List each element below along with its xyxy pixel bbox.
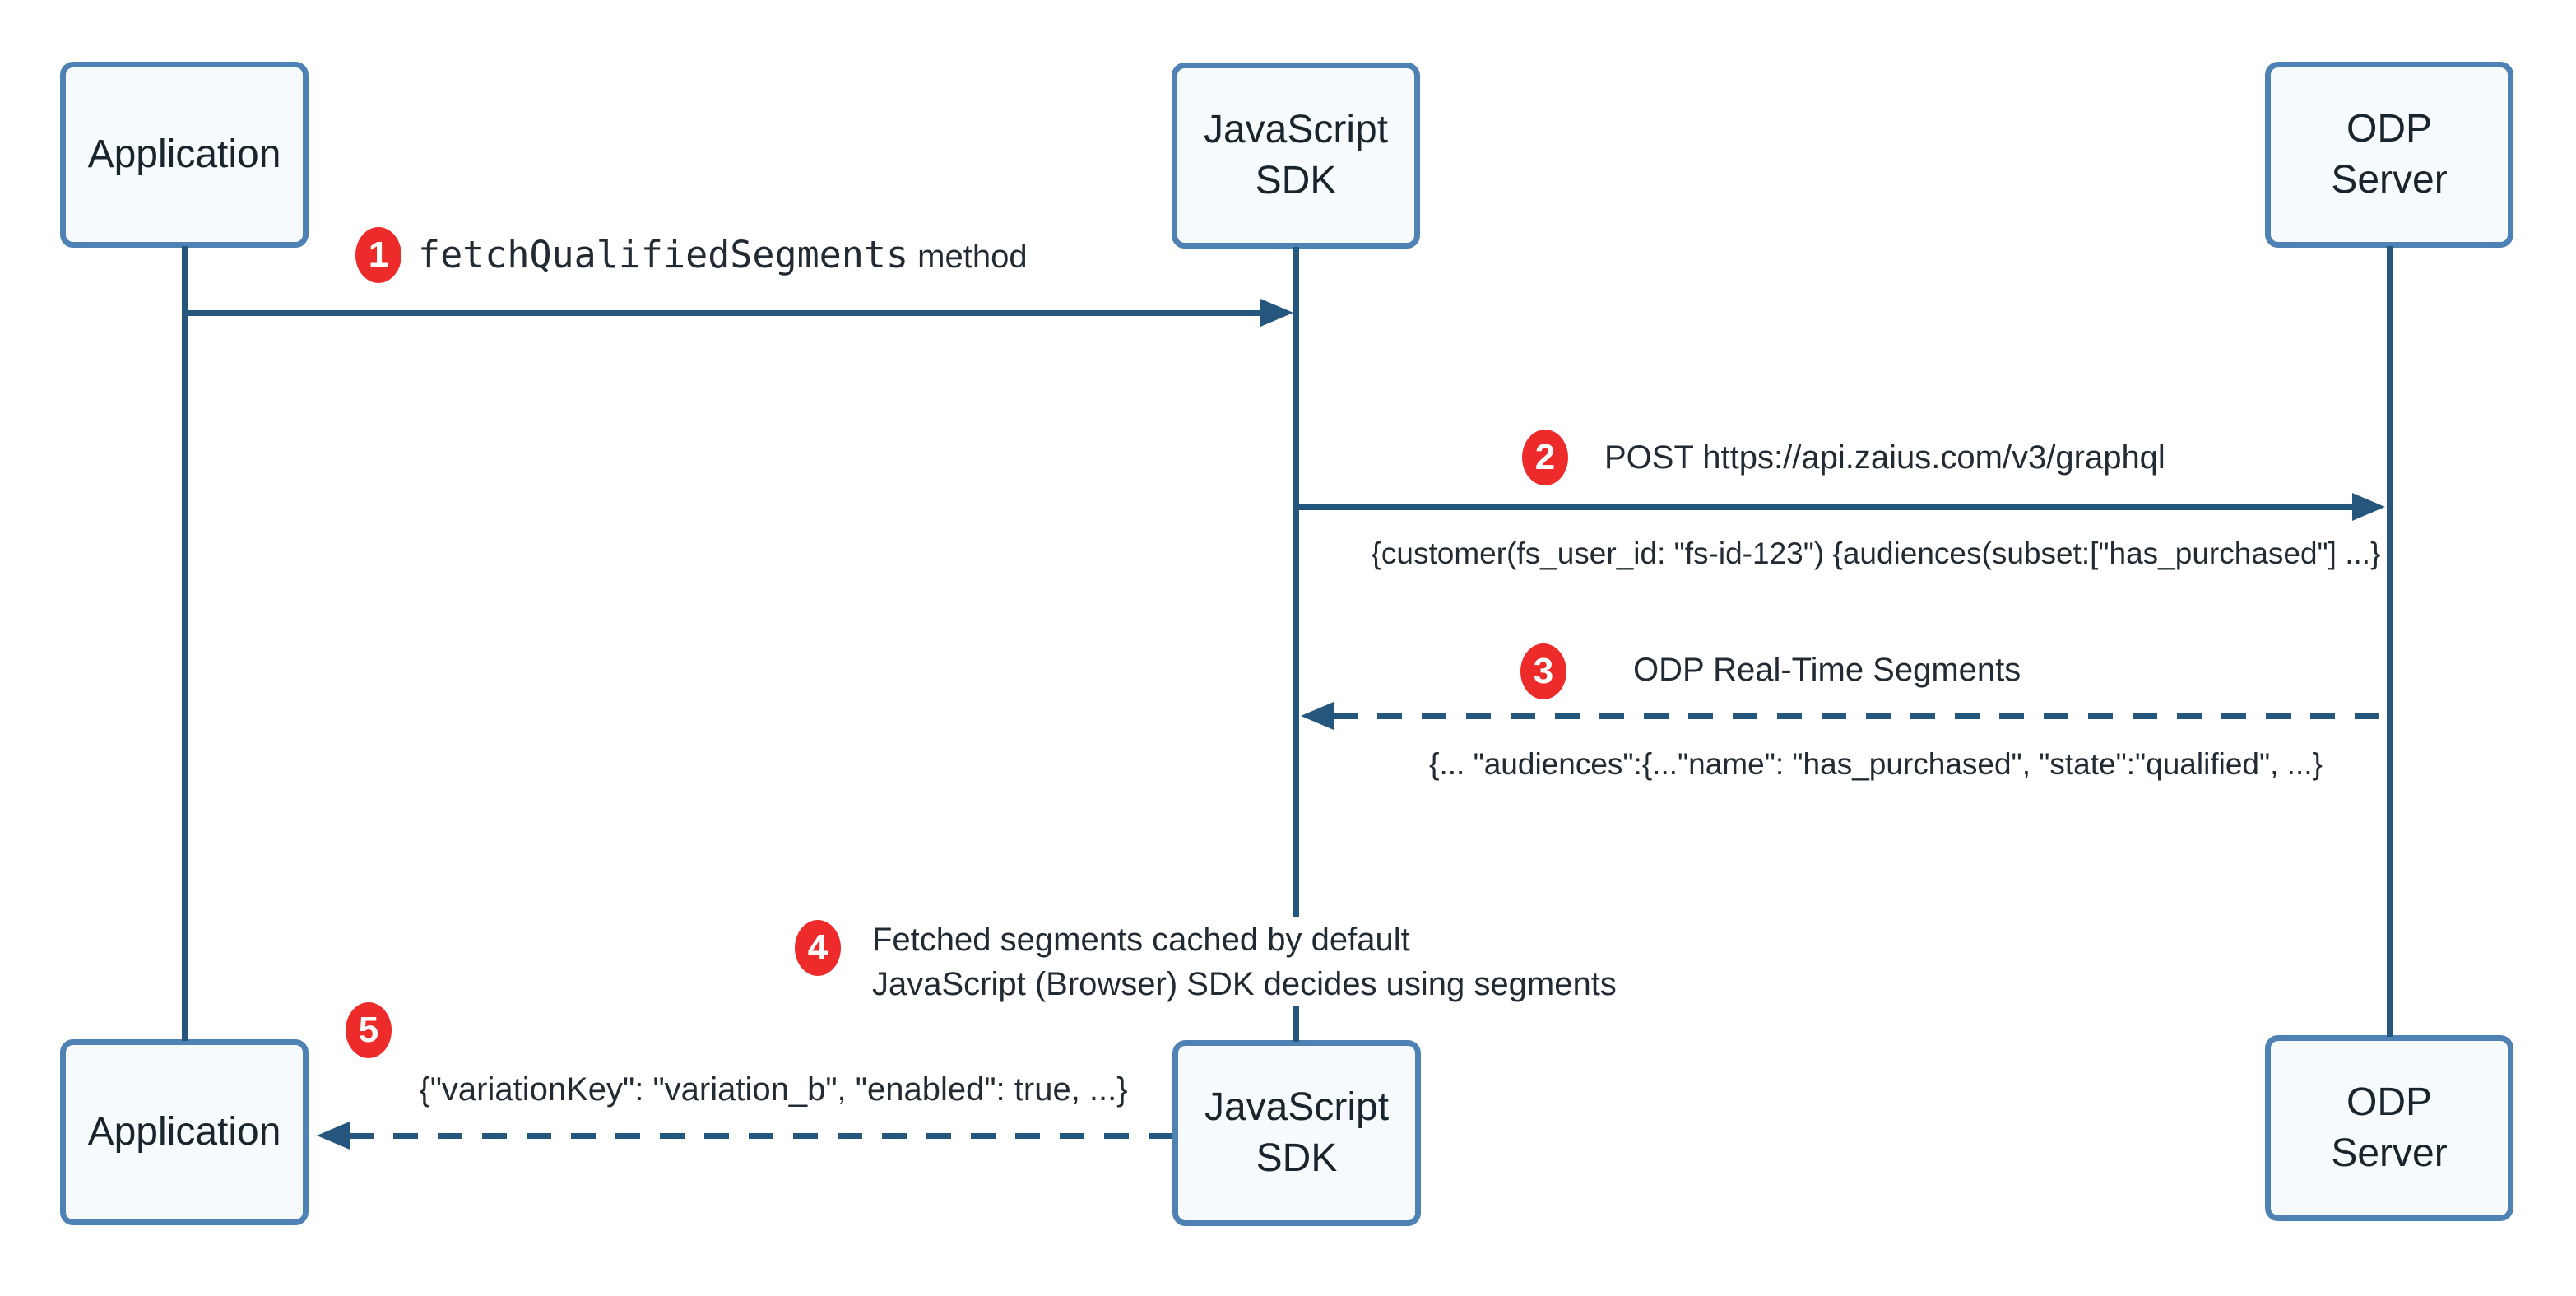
message-2-label: POST https://api.zaius.com/v3/graphql [1604, 439, 2165, 476]
message-2-payload: {customer(fs_user_id: "fs-id-123") {audi… [1371, 537, 2381, 570]
actor-application-top: Application [60, 62, 309, 248]
message-1-method-code: fetchQualifiedSegments [418, 233, 909, 276]
step-4-note: Fetched segments cached by default JavaS… [872, 917, 1625, 1006]
step-5-badge: 5 [346, 1002, 392, 1058]
actor-label: JavaScript SDK [1203, 107, 1389, 202]
actor-label: Application [87, 1109, 281, 1154]
actor-odp-server-bottom: ODP Server [2265, 1035, 2513, 1221]
message-3-payload: {... "audiences":{..."name": "has_purcha… [1429, 747, 2323, 781]
step-2-badge: 2 [1522, 430, 1568, 485]
step-3-badge: 3 [1520, 643, 1566, 699]
message-2-arrowhead-icon [2352, 493, 2385, 521]
actor-label: ODP Server [2331, 106, 2448, 202]
actor-javascript-sdk-top: JavaScript SDK [1172, 63, 1420, 249]
step-1-badge: 1 [355, 227, 401, 283]
message-1-label-rest: method [908, 239, 1028, 275]
message-1-line [184, 310, 1264, 316]
lifeline-application [182, 246, 188, 1041]
message-3-arrowhead-icon [1301, 702, 1334, 730]
message-5-payload: {"variationKey": "variation_b", "enabled… [419, 1071, 1128, 1108]
lifeline-javascript-sdk [1293, 247, 1299, 1042]
message-3-line [1333, 713, 2389, 719]
actor-label: JavaScript SDK [1204, 1085, 1390, 1180]
message-1-label: fetchQualifiedSegments method [418, 233, 1028, 276]
message-1-arrowhead-icon [1260, 299, 1293, 327]
message-3-label: ODP Real-Time Segments [1633, 652, 2021, 688]
lifeline-odp-server [2387, 246, 2393, 1037]
message-5-arrowhead-icon [317, 1122, 350, 1150]
actor-javascript-sdk-bottom: JavaScript SDK [1172, 1040, 1421, 1226]
actor-application-bottom: Application [60, 1039, 309, 1225]
actor-label: ODP Server [2331, 1080, 2448, 1175]
message-2-line [1296, 504, 2356, 510]
message-5-line [349, 1133, 1172, 1139]
step-4-badge: 4 [795, 920, 841, 976]
actor-label: Application [87, 132, 281, 176]
actor-odp-server-top: ODP Server [2265, 62, 2513, 248]
step-4-note-line-2: JavaScript (Browser) SDK decides using s… [872, 966, 1617, 1002]
step-4-note-line-1: Fetched segments cached by default [872, 922, 1410, 958]
